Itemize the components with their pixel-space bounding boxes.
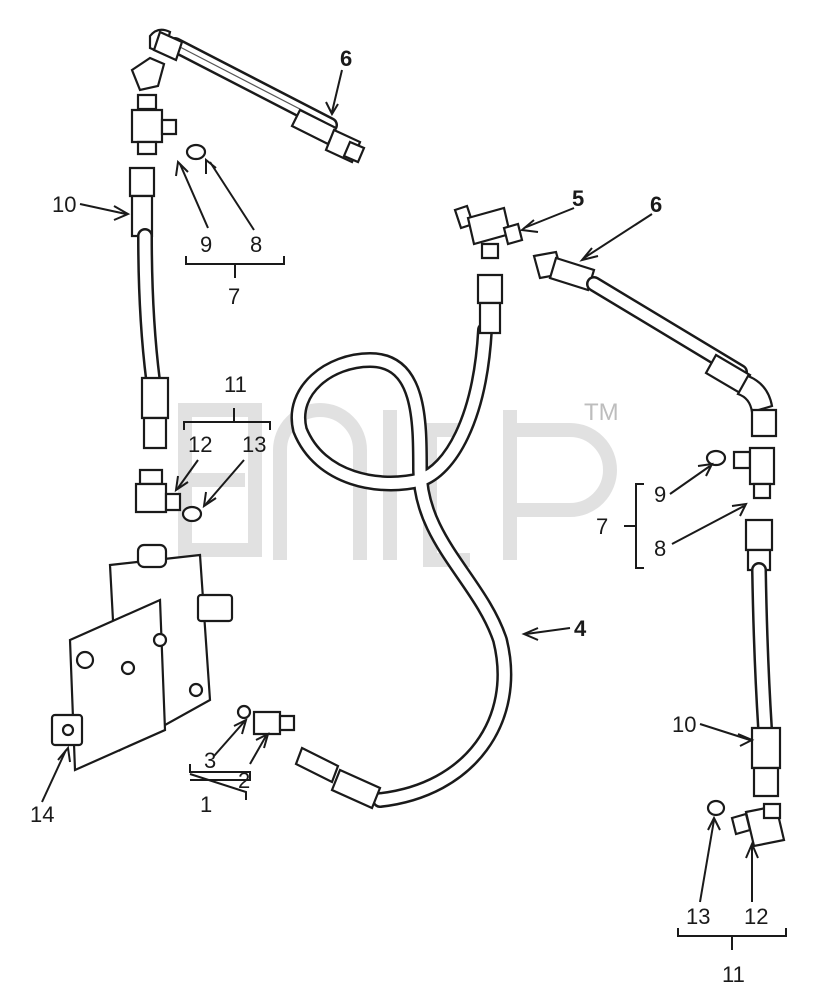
callout-11-right: 11 xyxy=(722,962,745,987)
callout-8-right: 8 xyxy=(654,536,666,561)
callout-5: 5 xyxy=(572,186,584,211)
callout-13-left: 13 xyxy=(242,432,266,457)
o-ring-13-right xyxy=(706,799,726,817)
callout-4: 4 xyxy=(574,616,587,641)
callout-6-right: 6 xyxy=(650,192,662,217)
hose-10-right xyxy=(744,518,782,798)
callout-10-left: 10 xyxy=(52,192,76,217)
hose-4 xyxy=(290,273,513,810)
callout-12-left: 12 xyxy=(188,432,212,457)
tee-fitting-top-left xyxy=(130,93,207,161)
hose-6-right xyxy=(532,250,778,438)
callout-8-top: 8 xyxy=(250,232,262,257)
callout-11-left: 11 xyxy=(224,372,247,397)
hose-6-top xyxy=(130,28,366,164)
connector-2-3 xyxy=(236,704,296,736)
callout-7-top: 7 xyxy=(228,284,240,309)
callout-12-right: 12 xyxy=(744,904,768,929)
valve-body xyxy=(50,543,234,772)
callout-13-right: 13 xyxy=(686,904,710,929)
callout-10-right: 10 xyxy=(672,712,696,737)
callout-14: 14 xyxy=(30,802,54,827)
elbow-fitting-right xyxy=(706,799,786,848)
hose-10-left xyxy=(128,166,170,450)
o-ring-8-top xyxy=(185,143,207,161)
callout-6-top: 6 xyxy=(340,46,352,71)
callout-9-top: 9 xyxy=(200,232,212,257)
callout-9-right: 9 xyxy=(654,482,666,507)
trademark-symbol: TM xyxy=(584,399,619,426)
o-ring-3 xyxy=(236,704,252,720)
tee-fitting-5 xyxy=(453,204,524,260)
elbow-fitting-left xyxy=(134,468,203,523)
callout-7-right: 7 xyxy=(596,514,608,539)
callout-labels: 6 10 9 8 7 5 6 11 12 13 9 7 8 4 10 3 2 1… xyxy=(30,46,768,987)
leader-lines xyxy=(41,69,787,950)
callout-2: 2 xyxy=(238,768,250,793)
callout-1: 1 xyxy=(200,792,212,817)
o-ring-13-left xyxy=(181,505,203,523)
o-ring-9-right xyxy=(705,449,727,467)
callout-3: 3 xyxy=(204,748,216,773)
tee-fitting-right xyxy=(705,446,776,500)
